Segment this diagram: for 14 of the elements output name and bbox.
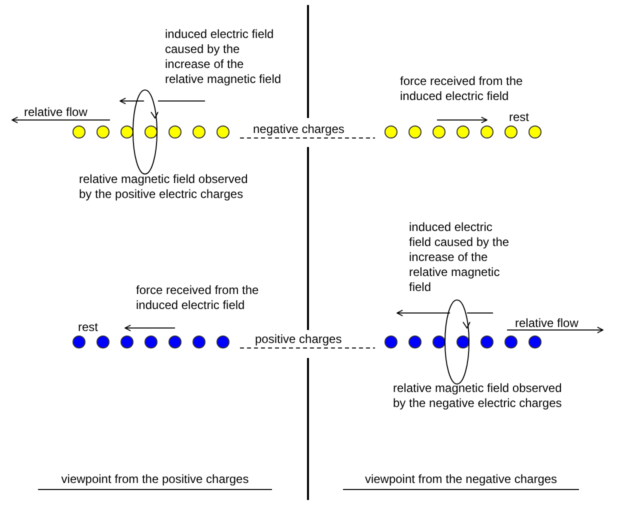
charge-label: positive charges	[255, 332, 342, 347]
annotation-text: induced electric field caused by the increase of the relative magnetic field	[409, 220, 510, 295]
annotation-text: force received from the induced electric field	[400, 74, 524, 104]
charge-label: negative charges	[253, 122, 344, 137]
annotation-text: induced electric field caused by the increase of the relative magnetic field	[165, 27, 282, 87]
state-label: rest	[509, 110, 530, 125]
annotation-text: relative magnetic field observed by the positive electric charges	[79, 172, 249, 202]
viewpoint-heading: viewpoint from the positive charges	[38, 472, 272, 490]
flow-label: relative flow	[515, 316, 578, 331]
state-label: rest	[78, 320, 98, 335]
viewpoint-heading: viewpoint from the negative charges	[343, 472, 579, 490]
flow-label: relative flow	[24, 105, 88, 120]
annotation-text: force received from the induced electric field	[136, 283, 260, 313]
annotation-text: relative magnetic field observed by the negative electric charges	[393, 381, 563, 411]
